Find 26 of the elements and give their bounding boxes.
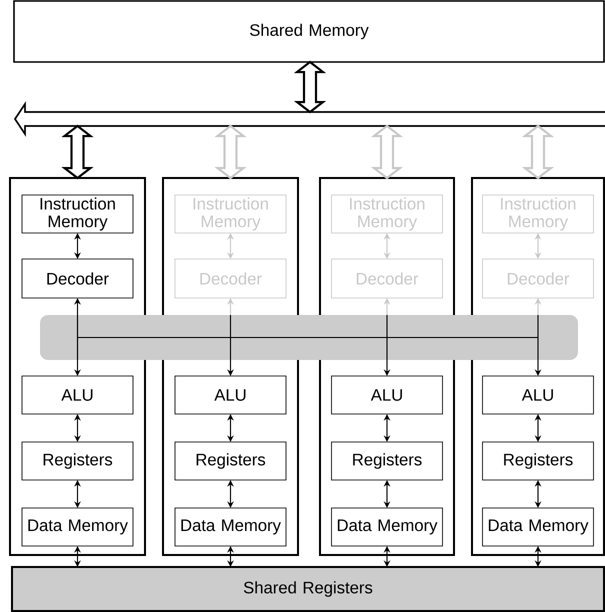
hollow-arrow [214, 124, 247, 180]
processor-column [9, 177, 146, 556]
hollow-arrow [61, 124, 94, 180]
register-bank: Shared Registers [11, 566, 605, 612]
processor-column [162, 177, 299, 556]
control-band [40, 315, 578, 360]
unit-box: ALU [331, 376, 443, 414]
unit-box: Registers [331, 442, 443, 480]
unit-box: Data Memory [482, 508, 594, 546]
unit-box: Data Memory [331, 508, 443, 546]
hollow-arrow [522, 124, 554, 180]
hollow-arrow [294, 60, 326, 114]
memory-box: Shared Memory [13, 0, 605, 63]
unit-box: Registers [174, 442, 286, 480]
unit-box: ALU [174, 376, 286, 414]
unit-box: Registers [22, 442, 134, 480]
processor-column [319, 177, 455, 556]
unit-box: Instruction Memory [22, 194, 134, 234]
unit-box: Decoder [22, 258, 134, 298]
unit-box: Registers [482, 442, 594, 480]
processor-column [471, 177, 605, 556]
unit-box: Data Memory [22, 508, 134, 546]
unit-box: ALU [22, 376, 134, 414]
hollow-arrow [370, 124, 404, 180]
unit-box: ALU [482, 376, 594, 414]
unit-box: Data Memory [174, 508, 286, 546]
